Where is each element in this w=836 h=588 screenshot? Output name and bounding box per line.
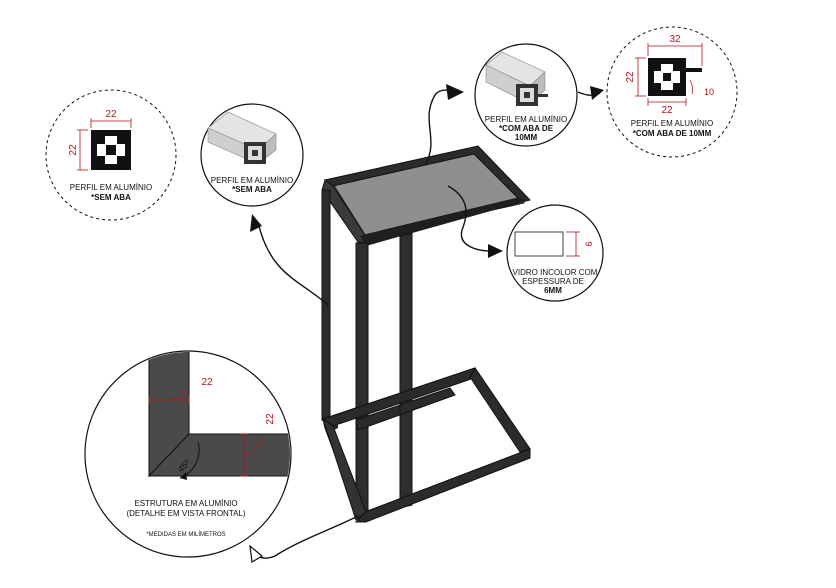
- detail-profile-sem-aba: 22 22 PERFIL EM ALUMÍNIO *SEM ABA: [45, 89, 177, 221]
- arrow-to-profile-sem-aba: [257, 221, 329, 306]
- label-render-com-aba-line3: 10MM: [515, 133, 538, 142]
- label-render-sem-aba-line1: PERFIL EM ALUMÍNIO: [211, 176, 293, 185]
- leader-arrows: [249, 84, 604, 563]
- dim-top-com-aba: 32: [669, 34, 681, 45]
- arrow-to-corner-detail: [253, 515, 359, 559]
- label-render-com-aba-line1: PERFIL EM ALUMÍNIO: [485, 115, 567, 124]
- post-rear-left: [321, 189, 331, 426]
- detail-profile-com-aba: 32 22 22 10 PERFIL EM ALUMÍNIO *COM ABA …: [606, 26, 738, 158]
- label-corner-line2: (DETALHE EM VISTA FRONTAL): [126, 509, 245, 518]
- dim-height-com-aba: 22: [625, 71, 636, 83]
- label-glass-line2: ESPESSURA DE: [522, 277, 584, 286]
- detail-corner: 45º 22 22 ESTRUTURA EM ALUMÍNIO (DETALHE…: [84, 350, 292, 558]
- render-profile-sem-aba: PERFIL EM ALUMÍNIO *SEM ABA: [200, 103, 304, 207]
- dim-bottom-com-aba: 22: [661, 105, 673, 116]
- label-corner-note: *MEDIDAS EM MILÍMETROS: [146, 531, 225, 538]
- glass-section: [514, 231, 564, 257]
- label-sem-aba-line2: *SEM ABA: [91, 193, 131, 202]
- dim-corner-top: 22: [201, 377, 213, 388]
- label-com-aba-line2: *COM ABA DE 10MM: [633, 129, 712, 138]
- dim-flange-com-aba: 10: [704, 87, 714, 97]
- detail-glass: 6 VIDRO INCOLOR COM ESPESSURA DE 6MM: [506, 204, 604, 302]
- dim-corner-side: 22: [265, 413, 276, 425]
- dim-height-sem-aba: 22: [68, 144, 79, 156]
- label-glass-line3: 6MM: [544, 286, 562, 295]
- label-render-sem-aba-line2: *SEM ABA: [232, 185, 272, 194]
- table-structure: [321, 145, 531, 523]
- post-front-right: [399, 232, 413, 509]
- label-sem-aba-line1: PERFIL EM ALUMÍNIO: [70, 183, 152, 192]
- dim-glass-thickness: 6: [584, 241, 594, 246]
- label-corner-line1: ESTRUTURA EM ALUMÍNIO: [134, 499, 237, 508]
- arrow-to-glass-detail: [447, 185, 498, 252]
- label-render-com-aba-line2: *COM ABA DE: [499, 124, 554, 133]
- label-glass-line1: VIDRO INCOLOR COM: [513, 268, 598, 277]
- label-com-aba-line1: PERFIL EM ALUMÍNIO: [631, 119, 713, 128]
- render-profile-com-aba: PERFIL EM ALUMÍNIO *COM ABA DE 10MM: [474, 43, 578, 147]
- post-front-left: [355, 242, 369, 513]
- dim-width-sem-aba: 22: [105, 109, 117, 120]
- corner-bar-horizontal: [147, 433, 290, 477]
